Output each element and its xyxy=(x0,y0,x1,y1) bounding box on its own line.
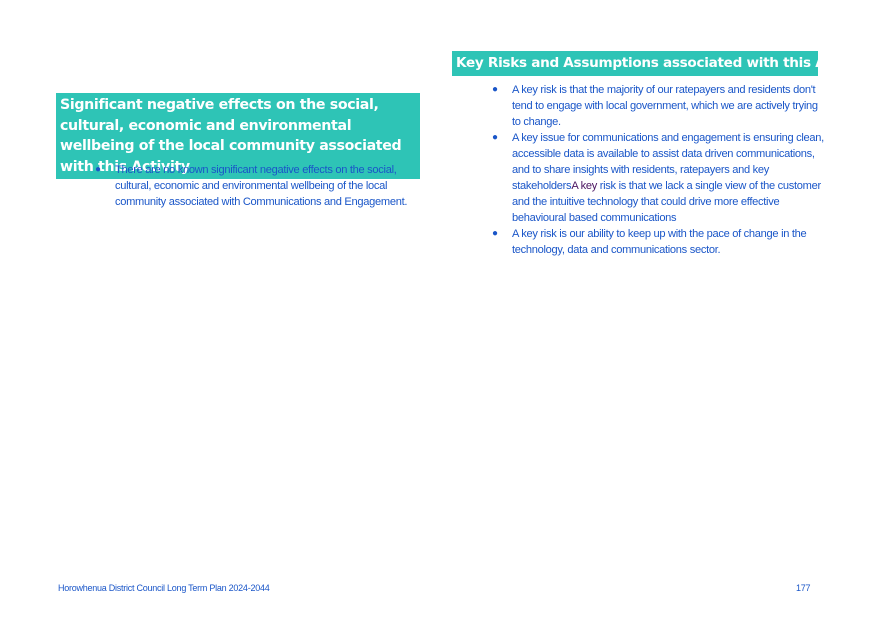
bullet-icon: ● xyxy=(95,164,101,175)
bullet-icon: ● xyxy=(492,84,498,95)
key-risks-list: ● A key risk is that the majority of our… xyxy=(492,82,826,258)
list-item-text-part: A key issue for communications and engag… xyxy=(512,132,824,192)
list-item-text: A key risk is that the majority of our r… xyxy=(512,84,818,128)
list-item-text: A key risk is our ability to keep up wit… xyxy=(512,228,807,256)
page-number: 177 xyxy=(796,583,811,593)
list-item-text: A key issue for communications and engag… xyxy=(512,132,824,224)
list-item-text: There are no known significant negative … xyxy=(115,164,408,208)
footer-document-title: Horowhenua District Council Long Term Pl… xyxy=(58,583,270,593)
list-item: ● A key risk is our ability to keep up w… xyxy=(492,226,826,258)
list-item: ● A key issue for communications and eng… xyxy=(492,130,826,226)
list-item: ● A key risk is that the majority of our… xyxy=(492,82,826,130)
section-heading-key-risks: Key Risks and Assumptions associated wit… xyxy=(452,51,872,76)
highlighted-text: A key xyxy=(571,180,597,192)
list-item-text-part: risk is that we lack a single view of th… xyxy=(512,180,821,224)
list-item: ● There are no known significant negativ… xyxy=(95,162,415,210)
section-heading-negative-effects: Significant negative effects on the soci… xyxy=(56,93,420,179)
bullet-icon: ● xyxy=(492,132,498,143)
bullet-icon: ● xyxy=(492,228,498,239)
negative-effects-list: ● There are no known significant negativ… xyxy=(95,162,415,210)
